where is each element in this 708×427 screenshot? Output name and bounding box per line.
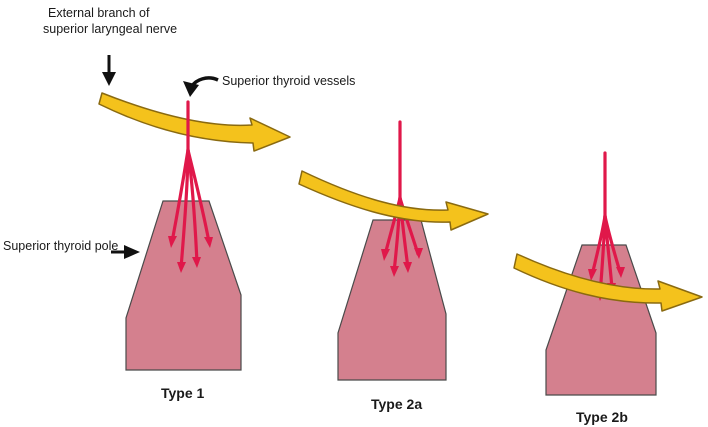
nerve-pointer-arrow xyxy=(102,55,116,86)
nerve-arrow-type2a xyxy=(298,170,489,231)
vessels-type1 xyxy=(168,100,213,273)
nerve-arrow-type2b xyxy=(513,253,703,312)
nerve-arrow-type1 xyxy=(98,92,291,152)
type-label-2a: Type 2a xyxy=(371,396,422,412)
vessels-type2a xyxy=(381,120,423,277)
nerve-label-line2: superior laryngeal nerve xyxy=(43,22,177,36)
pole-pointer-arrow xyxy=(111,245,140,259)
pole-label: Superior thyroid pole xyxy=(3,239,118,253)
nerve-label-line1: External branch of xyxy=(48,6,150,20)
vessels-label: Superior thyroid vessels xyxy=(222,74,355,88)
thyroid-pole-type2a xyxy=(337,219,447,381)
thyroid-pole-type1 xyxy=(125,200,242,371)
type-label-1: Type 1 xyxy=(161,385,205,401)
vessels-pointer-arrow xyxy=(183,76,219,97)
type-label-2b: Type 2b xyxy=(576,409,628,425)
